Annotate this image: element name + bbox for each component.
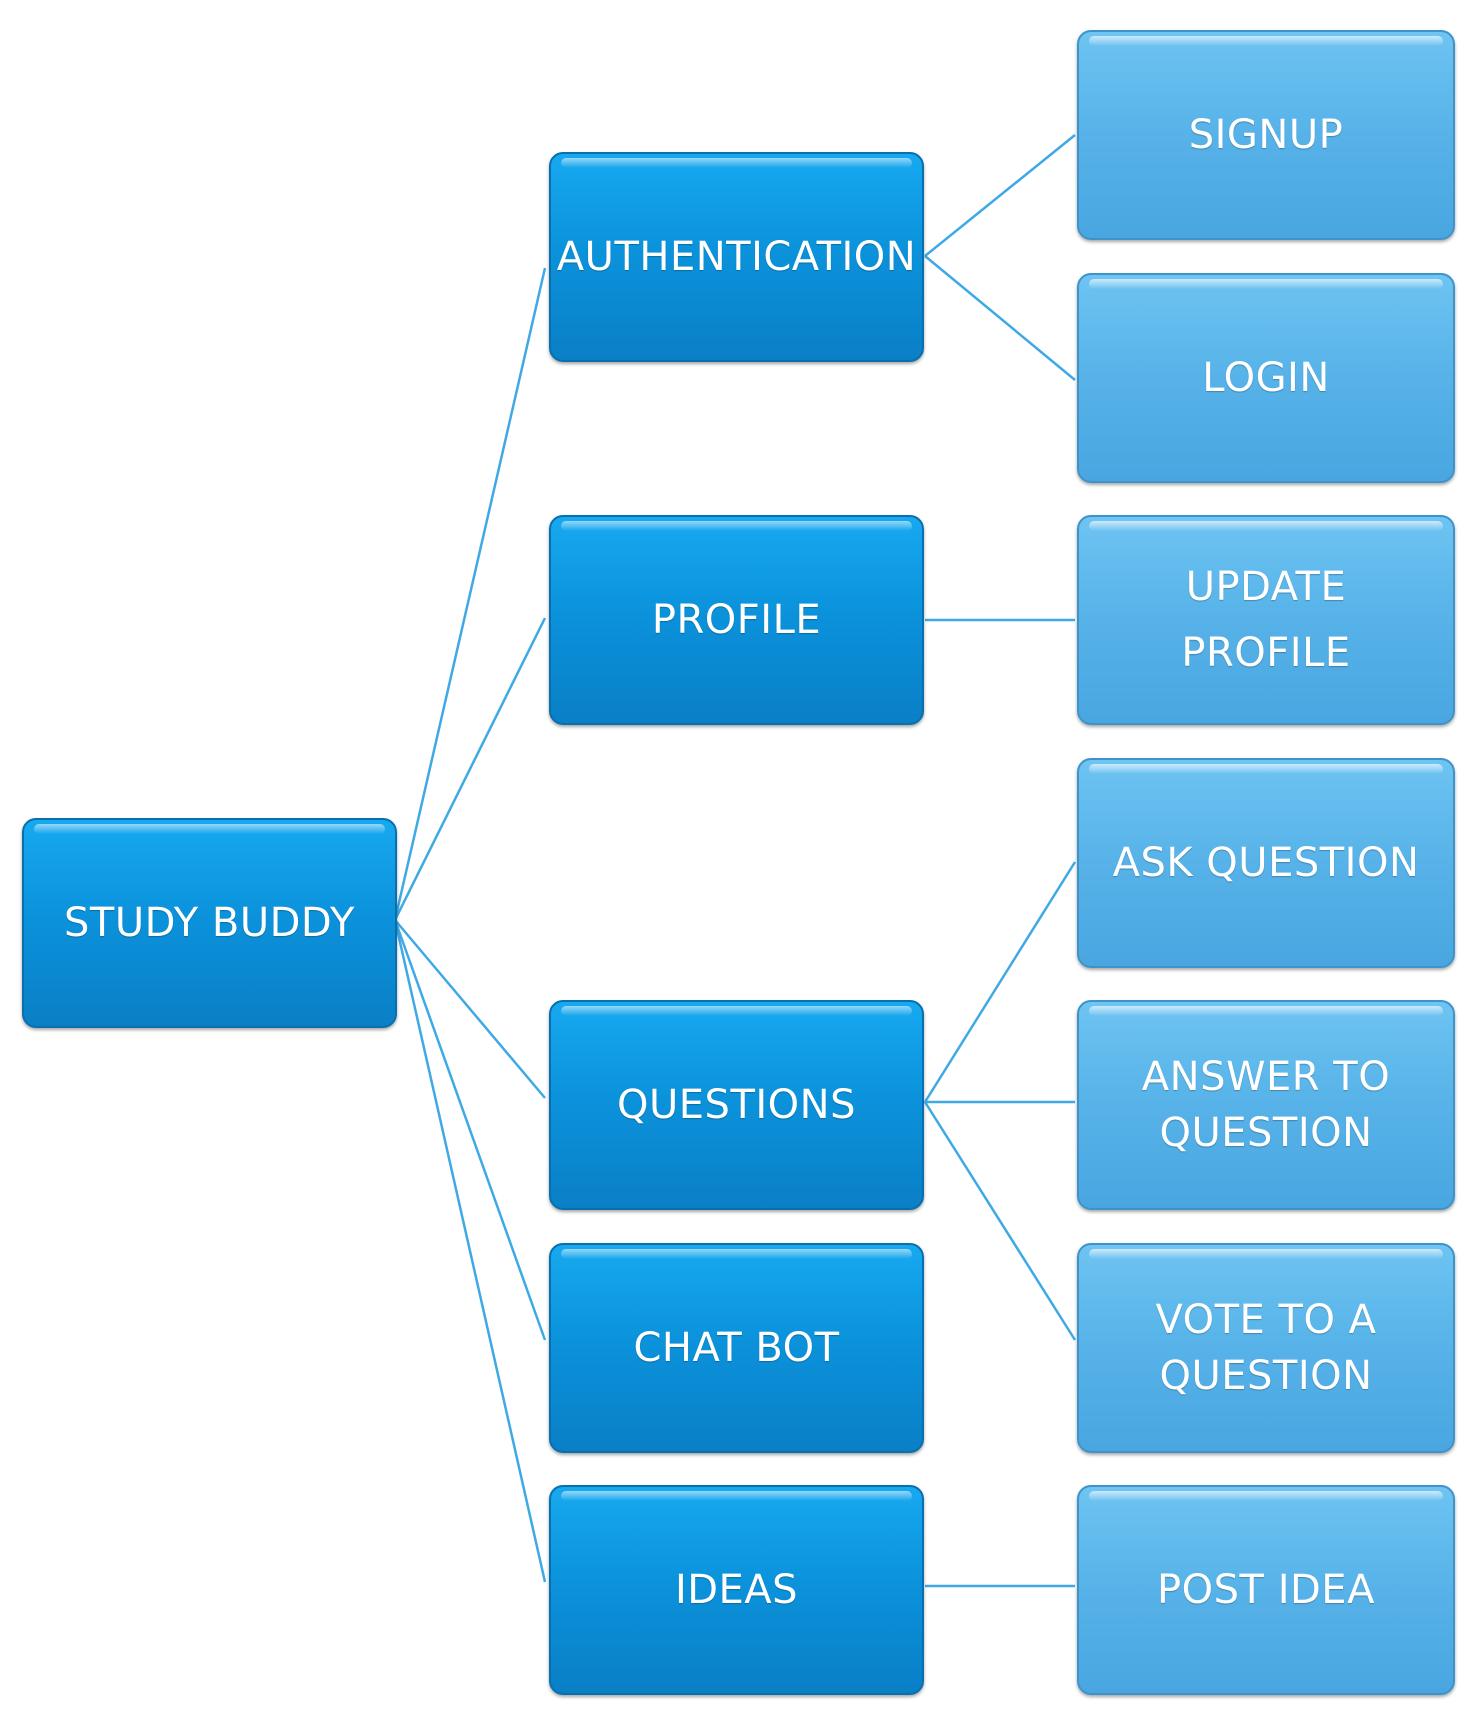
node-chat-bot-label: CHAT BOT	[633, 1325, 840, 1371]
node-login-label: LOGIN	[1202, 355, 1330, 401]
node-login: LOGIN	[1077, 273, 1455, 483]
node-vote-to-a-question: VOTE TO A QUESTION	[1077, 1243, 1455, 1453]
edge-root-profile	[393, 617, 547, 921]
node-signup-label: SIGNUP	[1188, 112, 1344, 158]
node-ask-question: ASK QUESTION	[1077, 758, 1455, 968]
node-update-profile-label-line1: UPDATE	[1185, 564, 1347, 610]
edge-root-ideas	[393, 919, 547, 1583]
node-profile-label: PROFILE	[651, 597, 822, 643]
node-update-profile: UPDATE PROFILE	[1077, 515, 1455, 725]
node-authentication-label: AUTHENTICATION	[556, 234, 917, 280]
node-update-profile-label-line2: PROFILE	[1181, 630, 1351, 676]
node-vote-to-a-question-label-line2: QUESTION	[1159, 1353, 1373, 1399]
node-ideas-label: IDEAS	[674, 1567, 799, 1613]
edge-questions-vote	[923, 1101, 1077, 1341]
edge-questions-ask	[923, 861, 1077, 1103]
node-signup: SIGNUP	[1077, 30, 1455, 240]
node-chat-bot: CHAT BOT	[549, 1243, 924, 1453]
node-questions-label: QUESTIONS	[617, 1082, 856, 1128]
edge-root-questions	[394, 919, 546, 1099]
node-answer-to-question: ANSWER TO QUESTION	[1077, 1000, 1455, 1210]
edge-root-authentication	[393, 267, 547, 921]
node-post-idea: POST IDEA	[1077, 1485, 1455, 1695]
node-authentication: AUTHENTICATION	[549, 152, 924, 362]
node-profile: PROFILE	[549, 515, 924, 725]
edge-root-chatbot	[393, 919, 547, 1341]
node-study-buddy-label: STUDY BUDDY	[64, 900, 355, 946]
node-ideas: IDEAS	[549, 1485, 924, 1695]
node-vote-to-a-question-label-line1: VOTE TO A	[1155, 1297, 1377, 1343]
node-answer-to-question-label-line1: ANSWER TO	[1141, 1054, 1391, 1100]
node-answer-to-question-label-line2: QUESTION	[1159, 1110, 1373, 1156]
node-ask-question-label: ASK QUESTION	[1112, 840, 1420, 886]
node-study-buddy: STUDY BUDDY	[22, 818, 397, 1028]
edge-authentication-signup	[924, 134, 1076, 257]
node-post-idea-label: POST IDEA	[1157, 1567, 1375, 1613]
node-questions: QUESTIONS	[549, 1000, 924, 1210]
edge-authentication-login	[924, 255, 1076, 381]
